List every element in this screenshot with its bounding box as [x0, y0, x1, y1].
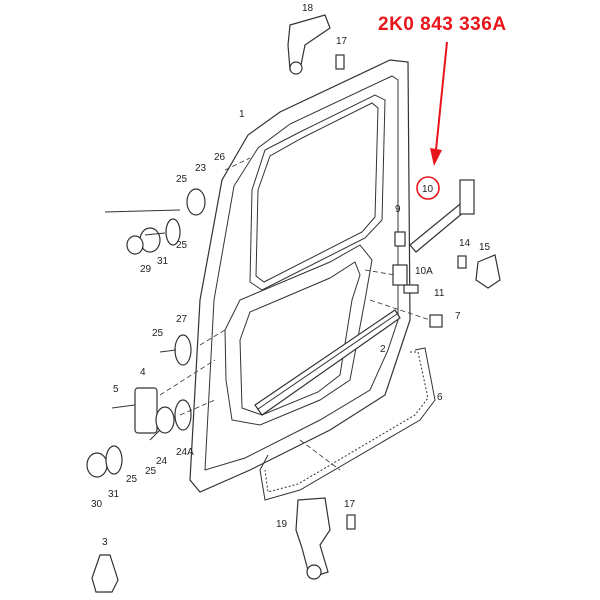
label-31: 31 — [108, 489, 120, 500]
label-19: 19 — [276, 519, 288, 530]
label-10A: 10A — [415, 266, 433, 277]
label-2: 2 — [380, 344, 386, 355]
label-25: 25 — [176, 174, 188, 185]
label-14: 14 — [459, 238, 471, 249]
label-17: 17 — [344, 499, 356, 510]
door-panel — [189, 59, 411, 493]
label-24A: 24A — [176, 447, 194, 458]
label-25: 25 — [152, 328, 164, 339]
label-5: 5 — [113, 384, 119, 395]
label-15: 15 — [479, 242, 491, 253]
label-9: 9 — [395, 204, 401, 215]
label-10: 10 — [422, 184, 434, 195]
bolt-17 — [335, 54, 345, 70]
arrow-icon — [430, 41, 448, 166]
label-18: 18 — [302, 3, 314, 14]
label-17: 17 — [336, 36, 348, 47]
label-23: 23 — [195, 163, 207, 174]
label-7: 7 — [455, 311, 461, 322]
label-27: 27 — [176, 314, 188, 325]
highlight-circle — [416, 176, 440, 200]
label-30: 30 — [91, 499, 103, 510]
label-24: 24 — [156, 456, 168, 467]
label-6: 6 — [437, 392, 443, 403]
label-25: 25 — [126, 474, 138, 485]
label-4: 4 — [140, 367, 146, 378]
label-3: 3 — [102, 537, 108, 548]
label-26: 26 — [214, 152, 226, 163]
part-number-callout: 2K0 843 336A — [378, 14, 507, 35]
label-1: 1 — [239, 109, 245, 120]
label-29: 29 — [140, 264, 152, 275]
label-31: 31 — [157, 256, 169, 267]
label-25: 25 — [176, 240, 188, 251]
callout-labels: 18 17 1 26 23 25 25 29 31 10 9 14 15 10A… — [91, 3, 491, 548]
label-25: 25 — [145, 466, 157, 477]
label-11: 11 — [434, 288, 445, 299]
